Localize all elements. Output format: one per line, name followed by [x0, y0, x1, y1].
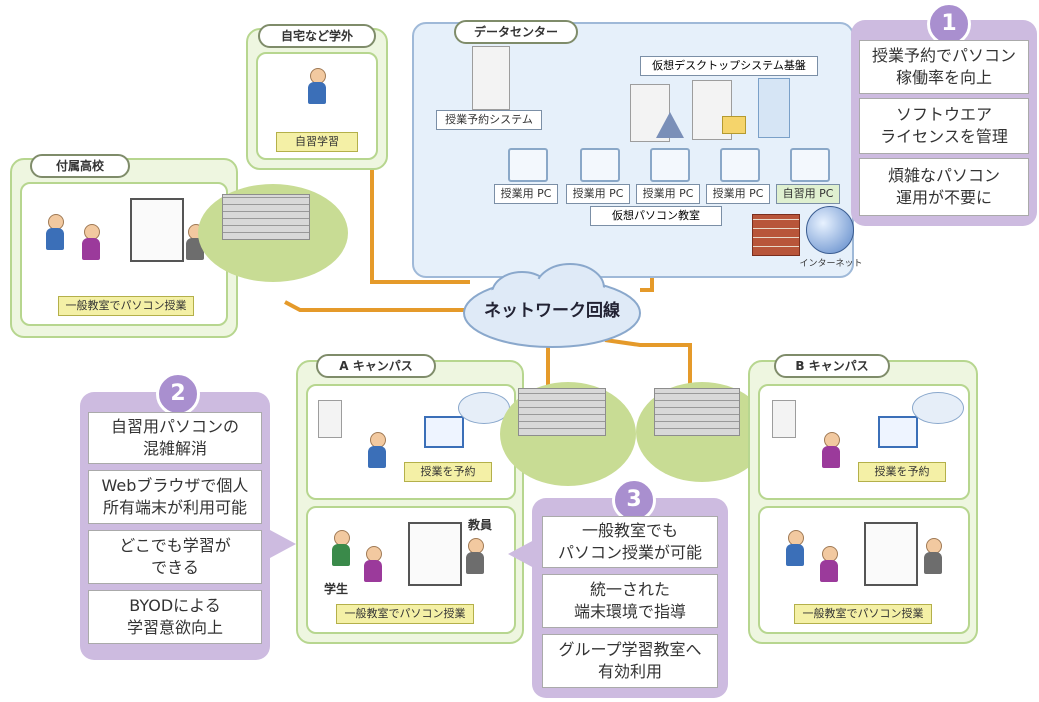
highschool-inner: 一般教室でパソコン授業 — [20, 182, 228, 326]
pc-label: 授業用 PC — [566, 184, 630, 204]
campus-a-class-inner: 教員 学生 一般教室でパソコン授業 — [306, 506, 516, 634]
class-label: 一般教室でパソコン授業 — [336, 604, 474, 624]
network-cloud — [463, 263, 641, 348]
monitor-icon — [650, 148, 690, 182]
self-study-label: 自習学習 — [276, 132, 358, 152]
campus-a-panel: A キャンパス 授業を予約 教員 学生 一般教室でパソコン授業 — [296, 354, 524, 644]
school-building-icon — [222, 194, 310, 240]
server-icon — [318, 400, 342, 438]
student-label: 学生 — [324, 582, 349, 596]
monitor-icon — [720, 148, 760, 182]
benefit-item: グループ学習教室へ 有効利用 — [542, 634, 718, 688]
benefits-panel-2: 2 自習用パソコンの 混雑解消 Webブラウザで個人 所有端末が利用可能 どこで… — [80, 372, 270, 660]
benefit-item: BYODによる 学習意欲向上 — [88, 590, 262, 644]
self-study-pc: 自習用 PC — [776, 148, 840, 206]
benefit-number-badge: 1 — [927, 2, 971, 46]
firewall-icon — [752, 214, 800, 256]
student-figure — [782, 530, 812, 570]
home-title: 自宅など学外 — [258, 24, 376, 48]
campus-b-panel: B キャンパス 授業を予約 一般教室でパソコン授業 — [748, 354, 978, 644]
network-label: ネットワーク回線 — [484, 301, 620, 321]
virtual-pc-room-label: 仮想パソコン教室 — [590, 206, 722, 226]
teacher-figure — [462, 538, 492, 584]
monitor-icon — [580, 148, 620, 182]
reserve-label: 授業を予約 — [404, 462, 492, 482]
class-pc-2: 授業用 PC — [566, 148, 630, 206]
whiteboard-icon — [130, 198, 184, 262]
class-pc-1: 授業用 PC — [494, 148, 558, 206]
pc-label: 授業用 PC — [494, 184, 558, 204]
class-pc-3: 授業用 PC — [636, 148, 700, 206]
benefit-item: どこでも学習が できる — [88, 530, 262, 584]
student-figure — [360, 546, 390, 586]
whiteboard-icon — [408, 522, 462, 586]
benefit-item: 煩雑なパソコン 運用が不要に — [859, 158, 1029, 216]
whiteboard-icon — [864, 522, 918, 586]
campus-b-reserve-inner: 授業を予約 — [758, 384, 970, 500]
teacher-figure — [920, 538, 950, 584]
reservation-system-label: 授業予約システム — [436, 110, 542, 130]
monitor-icon — [508, 148, 548, 182]
class-label: 一般教室でパソコン授業 — [58, 296, 194, 316]
browser-screen-icon — [424, 416, 464, 448]
vdi-platform-triangle-icon — [656, 112, 684, 138]
highschool-title: 付属高校 — [30, 154, 130, 178]
folder-icon — [722, 116, 746, 134]
campus-b-class-inner: 一般教室でパソコン授業 — [758, 506, 970, 634]
benefit-item: 一般教室でも パソコン授業が可能 — [542, 516, 718, 568]
vdi-platform-label: 仮想デスクトップシステム基盤 — [640, 56, 818, 76]
class-pc-4: 授業用 PC — [706, 148, 770, 206]
globe-icon — [806, 206, 854, 254]
benefit-item: 統一された 端末環境で指導 — [542, 574, 718, 628]
reservation-server-icon — [472, 46, 510, 110]
student-figure — [816, 546, 846, 586]
datacenter-title: データセンター — [454, 20, 578, 44]
student-figure — [818, 432, 848, 482]
school-building-icon — [654, 388, 740, 436]
pc-label: 自習用 PC — [776, 184, 840, 204]
school-building-icon — [518, 388, 606, 436]
student-figure — [42, 214, 72, 254]
benefit-item: Webブラウザで個人 所有端末が利用可能 — [88, 470, 262, 524]
server-icon — [772, 400, 796, 438]
benefit-item: ソフトウエア ライセンスを管理 — [859, 98, 1029, 154]
teacher-label: 教員 — [468, 518, 493, 532]
highschool-panel: 付属高校 一般教室でパソコン授業 — [10, 154, 238, 338]
pointer-arrow — [508, 540, 534, 568]
campus-a-reserve-inner: 授業を予約 — [306, 384, 516, 500]
pointer-arrow — [270, 530, 296, 558]
student-figure — [364, 432, 394, 482]
storage-tower-icon — [758, 78, 790, 138]
cloud-icon — [912, 392, 964, 424]
student-figure — [78, 224, 108, 264]
student-figure — [328, 530, 358, 570]
student-figure — [304, 68, 334, 118]
cloud-icon — [458, 392, 510, 424]
benefit-item: 自習用パソコンの 混雑解消 — [88, 412, 262, 464]
reserve-label: 授業を予約 — [858, 462, 946, 482]
browser-screen-icon — [878, 416, 918, 448]
home-inner: 自習学習 — [256, 52, 378, 160]
benefits-panel-3: 3 一般教室でも パソコン授業が可能 統一された 端末環境で指導 グループ学習教… — [532, 478, 728, 698]
internet-label: インターネット — [799, 259, 863, 269]
class-label: 一般教室でパソコン授業 — [794, 604, 932, 624]
campus-b-title: B キャンパス — [774, 354, 890, 378]
benefit-number-badge: 2 — [156, 372, 200, 416]
monitor-icon — [790, 148, 830, 182]
home-panel: 自宅など学外 自習学習 — [246, 24, 388, 170]
benefits-panel-1: 1 授業予約でパソコン 稼働率を向上 ソフトウエア ライセンスを管理 煩雑なパソ… — [851, 2, 1037, 226]
benefit-item: 授業予約でパソコン 稼働率を向上 — [859, 40, 1029, 94]
pc-label: 授業用 PC — [636, 184, 700, 204]
campus-a-title: A キャンパス — [316, 354, 436, 378]
pc-label: 授業用 PC — [706, 184, 770, 204]
